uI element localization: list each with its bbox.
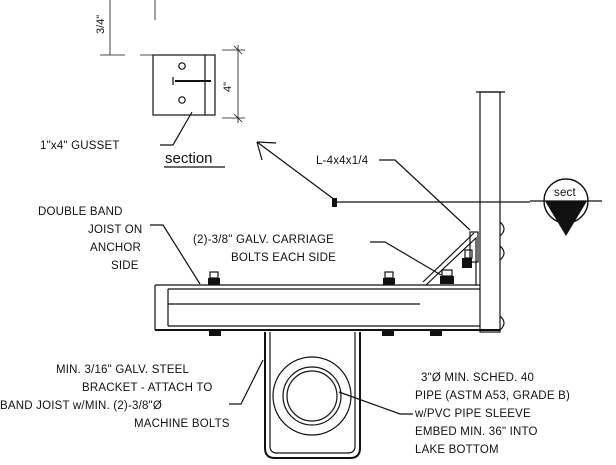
svg-text:JOIST ON: JOIST ON bbox=[88, 224, 142, 236]
pipe-callout: 3"Ø MIN. SCHED. 40 PIPE (ASTM A53, GRADE… bbox=[338, 372, 570, 456]
svg-text:3"Ø MIN. SCHED. 40: 3"Ø MIN. SCHED. 40 bbox=[421, 372, 534, 384]
svg-text:BRACKET - ATTACH TO: BRACKET - ATTACH TO bbox=[82, 382, 213, 394]
svg-text:EMBED MIN. 36" INTO: EMBED MIN. 36" INTO bbox=[415, 426, 538, 438]
carriage-bolts-callout: (2)-3/8" GALV. CARRIAGE BOLTS EACH SIDE bbox=[193, 234, 442, 276]
carriage-bolts bbox=[208, 249, 473, 285]
section-cut: sect bbox=[256, 141, 602, 236]
svg-text:BOLTS EACH SIDE: BOLTS EACH SIDE bbox=[231, 252, 336, 264]
gusset-detail: 3/4" 4" 1"x4" GUSSET bbox=[40, 0, 245, 152]
bracket-callout: MIN. 3/16" GALV. STEEL BRACKET - ATTACH … bbox=[0, 359, 264, 430]
svg-text:LAKE BOTTOM: LAKE BOTTOM bbox=[415, 444, 499, 456]
svg-text:DOUBLE BAND: DOUBLE BAND bbox=[38, 206, 123, 218]
svg-text:(2)-3/8" GALV. CARRIAGE: (2)-3/8" GALV. CARRIAGE bbox=[193, 234, 334, 246]
section-marker: sect bbox=[530, 178, 602, 236]
double-band-callout: DOUBLE BAND JOIST ON ANCHOR SIDE bbox=[38, 206, 201, 285]
gusset-label: 1"x4" GUSSET bbox=[40, 140, 120, 152]
section-title: section bbox=[165, 150, 213, 167]
svg-text:BAND JOIST w/MIN. (2)-3/8"Ø: BAND JOIST w/MIN. (2)-3/8"Ø bbox=[0, 400, 162, 412]
section-marker-label: sect bbox=[554, 187, 576, 199]
dim-height: 4" bbox=[222, 82, 234, 92]
svg-text:w/PVC PIPE SLEEVE: w/PVC PIPE SLEEVE bbox=[414, 408, 531, 420]
svg-text:ANCHOR: ANCHOR bbox=[90, 242, 141, 254]
dim-thickness: 3/4" bbox=[95, 15, 107, 34]
svg-text:PIPE (ASTM A53, GRADE B): PIPE (ASTM A53, GRADE B) bbox=[415, 390, 570, 402]
connection-assembly bbox=[154, 91, 505, 336]
angle-label: L-4x4x1/4 bbox=[316, 155, 369, 167]
svg-text:SIDE: SIDE bbox=[111, 260, 139, 272]
svg-text:MACHINE BOLTS: MACHINE BOLTS bbox=[134, 418, 230, 430]
svg-text:MIN. 3/16" GALV. STEEL: MIN. 3/16" GALV. STEEL bbox=[56, 364, 190, 376]
